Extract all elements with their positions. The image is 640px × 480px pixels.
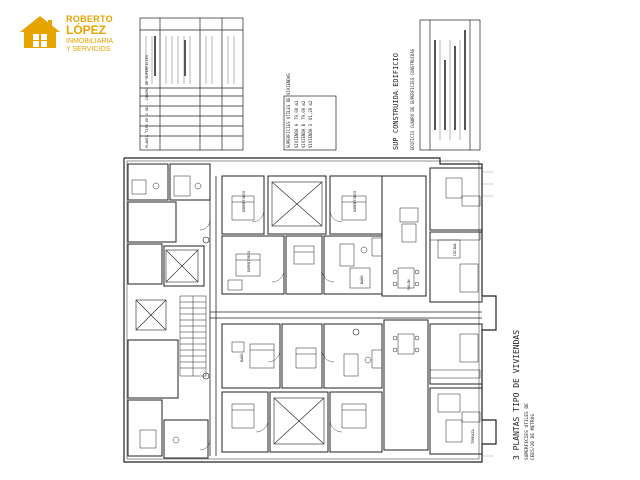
useful-row-1: VIVIENDA A79,00 m2	[294, 100, 299, 148]
furniture-living	[392, 177, 479, 443]
brand-tagline2: Y SERVICIOS	[66, 46, 111, 53]
constructed-subheader: EDIFICIO CUADRO DE SUPERFICIES CONSTRUID…	[410, 48, 415, 150]
brand-text: ROBERTO LÓPEZ INMOBILIARIA Y SERVICIOS	[66, 14, 113, 54]
room-label: TERRAZA	[471, 428, 475, 444]
brand-name-line1: ROBERTO	[66, 14, 113, 24]
room-label: BAÑO	[359, 276, 364, 284]
room-label: COCINA	[453, 242, 457, 256]
left-wing-rooms	[127, 163, 211, 459]
bathroom-fixtures	[131, 175, 419, 449]
brand-name-line2: LÓPEZ	[66, 23, 107, 37]
plan-sub-title-1: SUPERFICIES UTILES DE	[524, 403, 530, 460]
furniture-beds	[231, 195, 367, 429]
central-corridor	[210, 311, 482, 319]
apartment-upper-walls	[221, 167, 483, 303]
brand-tagline1: INMOBILIARIA	[66, 38, 114, 45]
useful-row-2: VIVIENDA B79,00 m2	[301, 100, 306, 148]
room-label: DORMITORIO	[247, 251, 251, 272]
kitchen-counters	[429, 195, 481, 423]
apartment-lower-walls	[221, 319, 483, 455]
room-label: DORMITORIO	[353, 191, 357, 212]
surface-table	[139, 17, 244, 151]
useful-row-3: VIVIENDA 381,20 m2	[308, 100, 313, 148]
surface-table-header: PLANTA TIPO DE 3 UD - CUADRO DE SUPERFIC…	[145, 55, 149, 148]
room-label: BAÑO	[239, 354, 244, 362]
brand-logo: ROBERTO LÓPEZ INMOBILIARIA Y SERVICIOS	[14, 8, 124, 54]
staircase	[179, 295, 207, 377]
room-label: SALON	[407, 279, 411, 290]
house-logo-icon	[20, 16, 60, 48]
constructed-header: SUP CONSTRUIDA EDIFICIO	[392, 53, 400, 150]
plan-main-title: 3 PLANTAS TIPO DE VIVIENDAS	[512, 330, 521, 460]
useful-surface-box	[283, 95, 337, 151]
room-label: DORMITORIO	[242, 191, 246, 212]
plan-sub-title-2: CEE5/20 DE METROS	[530, 414, 536, 460]
constructed-surface-box	[419, 19, 481, 151]
useful-header: SUPERFICIES UTILES DE VIVIENDAS	[286, 73, 291, 148]
